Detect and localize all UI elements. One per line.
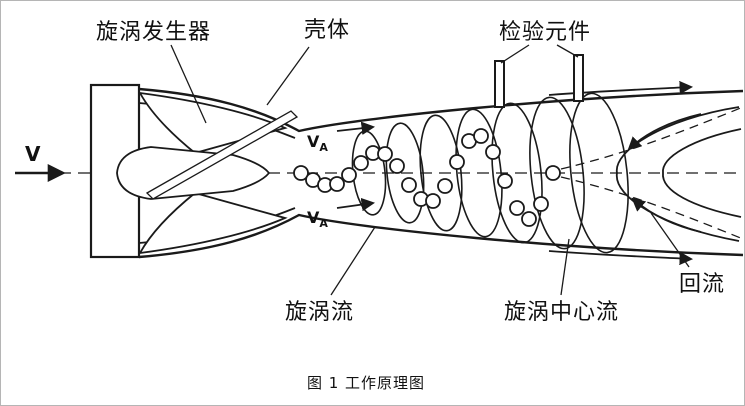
- backflow-region: [548, 80, 742, 266]
- leader-vortex-generator: [170, 44, 207, 124]
- helix-circle: [485, 144, 501, 160]
- shell-top-contour: [138, 87, 744, 133]
- helix-circle: [509, 200, 525, 216]
- label-detection-element: 检验元件: [499, 20, 591, 45]
- helix-circle: [353, 155, 369, 171]
- wake-dashed-bottom: [560, 176, 744, 240]
- swirl-loop: [385, 122, 425, 224]
- helix-circle: [533, 196, 549, 212]
- backflow-arrow-bottom: [631, 197, 702, 233]
- vortex-core-helix: [293, 128, 561, 227]
- helix-circle: [329, 176, 345, 192]
- label-backflow: 回流: [679, 272, 725, 297]
- helix-circle: [401, 177, 417, 193]
- helix-circle: [473, 128, 489, 144]
- swirl-loop: [419, 114, 463, 232]
- sensor-rod-2: [573, 54, 584, 102]
- helix-circle: [521, 211, 537, 227]
- generator-top-wedge: [138, 91, 288, 154]
- wake-boundary-dashed: [560, 106, 744, 240]
- inlet-velocity-group: V: [15, 142, 66, 182]
- wake-dashed-top: [560, 106, 744, 170]
- figure-caption: 图 1 工作原理图: [307, 374, 425, 392]
- label-vortex-generator: 旋涡发生器: [96, 20, 211, 45]
- leader-shell: [266, 46, 310, 106]
- swirl-loop: [455, 108, 503, 238]
- outer-stream-arrow-bottom: [548, 250, 694, 266]
- helix-circle: [545, 165, 561, 181]
- outer-stream-arrow-top: [548, 80, 694, 96]
- helix-circle: [389, 158, 405, 174]
- vortex-generator-assembly: [116, 91, 299, 255]
- leader-vortex-center-flow: [560, 238, 570, 296]
- swirl-loops: [351, 92, 629, 254]
- swirl-loop: [569, 92, 629, 254]
- helix-circle: [341, 167, 357, 183]
- label-vortex-center-flow: 旋涡中心流: [504, 300, 619, 325]
- helix-circle: [497, 173, 513, 189]
- leader-detection-1: [500, 44, 530, 64]
- generator-swirl-vane: [145, 110, 299, 200]
- helix-circle: [377, 146, 393, 162]
- leader-detection-2: [556, 44, 579, 58]
- label-shell: 壳体: [304, 18, 350, 43]
- helix-circle: [437, 178, 453, 194]
- backflow-inner-curve: [662, 128, 742, 218]
- axial-velocity-top: VA: [307, 121, 376, 154]
- leader-backflow: [650, 212, 690, 268]
- swirl-loop: [529, 96, 585, 250]
- helix-circle: [293, 165, 309, 181]
- helix-circle: [449, 154, 465, 170]
- axial-flow-arrow-top: [336, 121, 376, 135]
- axial-velocity-label-bottom: VA: [307, 208, 328, 230]
- backflow-arrow-top: [627, 113, 702, 151]
- backflow-outer-curve: [616, 106, 740, 242]
- detection-elements: [494, 54, 584, 108]
- diagram-labels: 旋涡发生器 壳体 检验元件 旋涡流 旋涡中心流 回流: [96, 18, 725, 325]
- inlet-velocity-label: V: [25, 142, 41, 166]
- generator-bottom-wedge: [138, 192, 288, 255]
- axial-flow-arrow-bottom: [336, 197, 376, 212]
- shell-bottom-contour: [138, 213, 744, 259]
- sensor-rod-1: [494, 60, 505, 108]
- label-vortex-flow: 旋涡流: [285, 300, 354, 325]
- helix-circle: [425, 193, 441, 209]
- leader-lines: [170, 44, 690, 296]
- axial-velocity-label-top: VA: [307, 132, 328, 154]
- axial-velocity-bottom: VA: [307, 197, 376, 230]
- swirl-loop: [491, 102, 543, 244]
- leader-vortex-flow: [330, 226, 376, 296]
